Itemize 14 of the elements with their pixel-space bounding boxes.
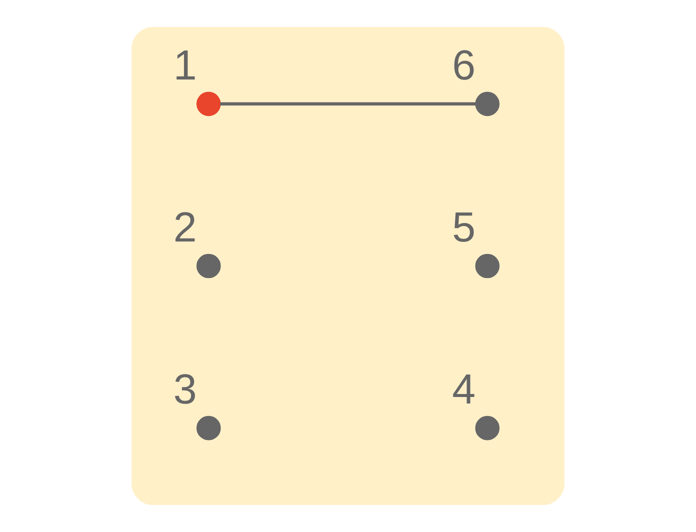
node-circle xyxy=(196,92,221,116)
node-circle xyxy=(475,254,500,278)
node-label: 5 xyxy=(452,203,476,250)
connector xyxy=(220,102,476,106)
node-circle xyxy=(475,92,500,116)
node-circle xyxy=(196,254,221,278)
node-circle xyxy=(196,416,221,440)
node-label: 3 xyxy=(173,365,197,412)
node-label: 2 xyxy=(173,203,197,250)
node-label: 1 xyxy=(173,41,197,88)
node-label: 6 xyxy=(452,41,476,88)
node-label: 4 xyxy=(452,365,476,412)
node-circle xyxy=(475,416,500,440)
cluster xyxy=(132,26,564,506)
